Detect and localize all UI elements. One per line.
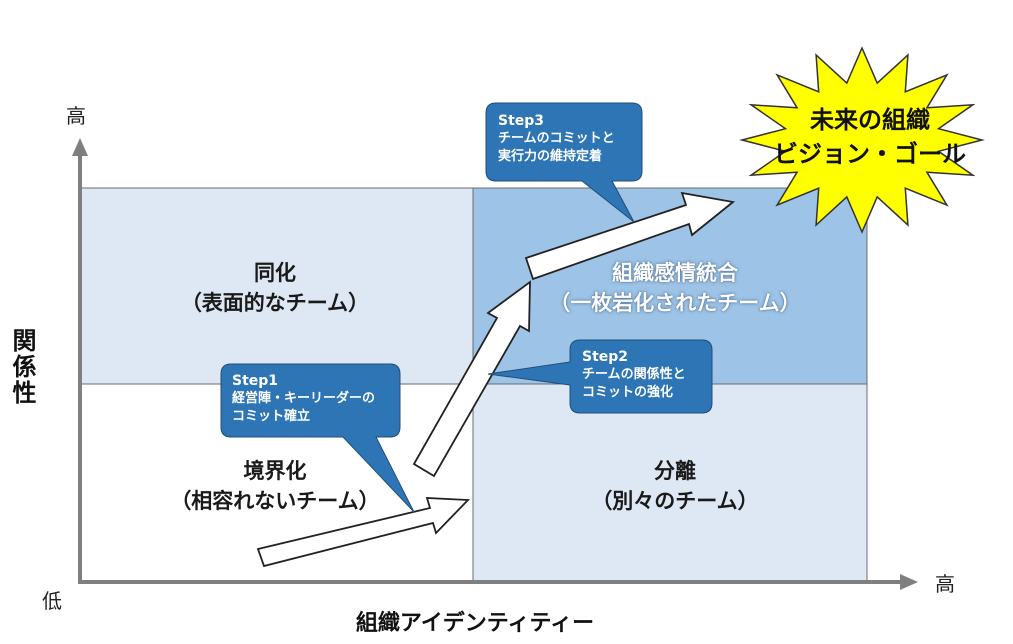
quadrant-bottom-left-title: 境界化	[243, 459, 307, 483]
goal-starburst	[739, 46, 985, 234]
quadrant-bottom-right-label: 分離 （別々のチーム）	[530, 456, 820, 516]
callout-step2-line2: コミットの強化	[582, 385, 674, 400]
x-axis-title: 組織アイデンティティー	[355, 611, 595, 636]
arrow-stage-3	[524, 191, 736, 281]
quadrant-top-right-label: 組織感情統合 （一枚岩化されたチーム）	[530, 258, 820, 318]
y-axis-arrowhead	[72, 138, 88, 156]
callout-step1-title: Step1	[232, 373, 279, 389]
callout-step2: Step2 チームの関係性と コミットの強化	[582, 348, 710, 402]
callout-step3-line2: 実行力の維持定着	[498, 149, 603, 164]
callout-step3-box	[485, 102, 643, 223]
callout-step1-line2: コミット確立	[232, 409, 311, 424]
quadrant-bottom-left-subtitle: （相容れないチーム）	[170, 489, 380, 513]
y-axis-high-label: 高	[66, 104, 86, 128]
quadrant-bottom-right	[472, 383, 868, 583]
callout-step2-box	[487, 339, 713, 414]
callout-step1: Step1 経営陣・キーリーダーの コミット確立	[232, 372, 402, 426]
arrow-stage-2	[412, 280, 531, 478]
quadrant-bottom-left-label: 境界化 （相容れないチーム）	[130, 456, 420, 516]
goal-line1: 未来の組織	[810, 106, 930, 134]
x-axis-arrowhead	[900, 574, 918, 590]
quadrant-top-left-label: 同化 （表面的なチーム）	[130, 258, 420, 318]
origin-low-label: 低	[42, 589, 62, 613]
callout-step3-title: Step3	[498, 113, 545, 129]
goal-line2: ビジョン・ゴール	[774, 140, 966, 168]
callout-step2-line1: チームの関係性と	[582, 367, 686, 382]
quadrant-bottom-right-subtitle: （別々のチーム）	[591, 489, 759, 513]
callout-step1-line1: 経営陣・キーリーダーの	[232, 391, 376, 406]
x-axis-high-label: 高	[935, 572, 955, 596]
quadrant-top-left-subtitle: （表面的なチーム）	[180, 291, 370, 315]
quadrant-top-left	[79, 187, 474, 385]
callout-step1-box	[220, 363, 415, 513]
quadrant-top-right-title: 組織感情統合	[612, 261, 738, 285]
goal-label: 未来の組織 ビジョン・ゴール	[765, 103, 975, 171]
y-axis-title: 関係性	[8, 328, 36, 406]
quadrant-top-right-subtitle: （一枚岩化されたチーム）	[549, 291, 801, 315]
arrow-stage-1	[256, 497, 471, 568]
callout-step3: Step3 チームのコミットと 実行力の維持定着	[498, 112, 638, 166]
quadrant-top-left-title: 同化	[254, 261, 296, 285]
callout-step2-title: Step2	[582, 349, 629, 365]
quadrant-bottom-right-title: 分離	[654, 459, 696, 483]
callout-step3-line1: チームのコミットと	[498, 131, 615, 146]
